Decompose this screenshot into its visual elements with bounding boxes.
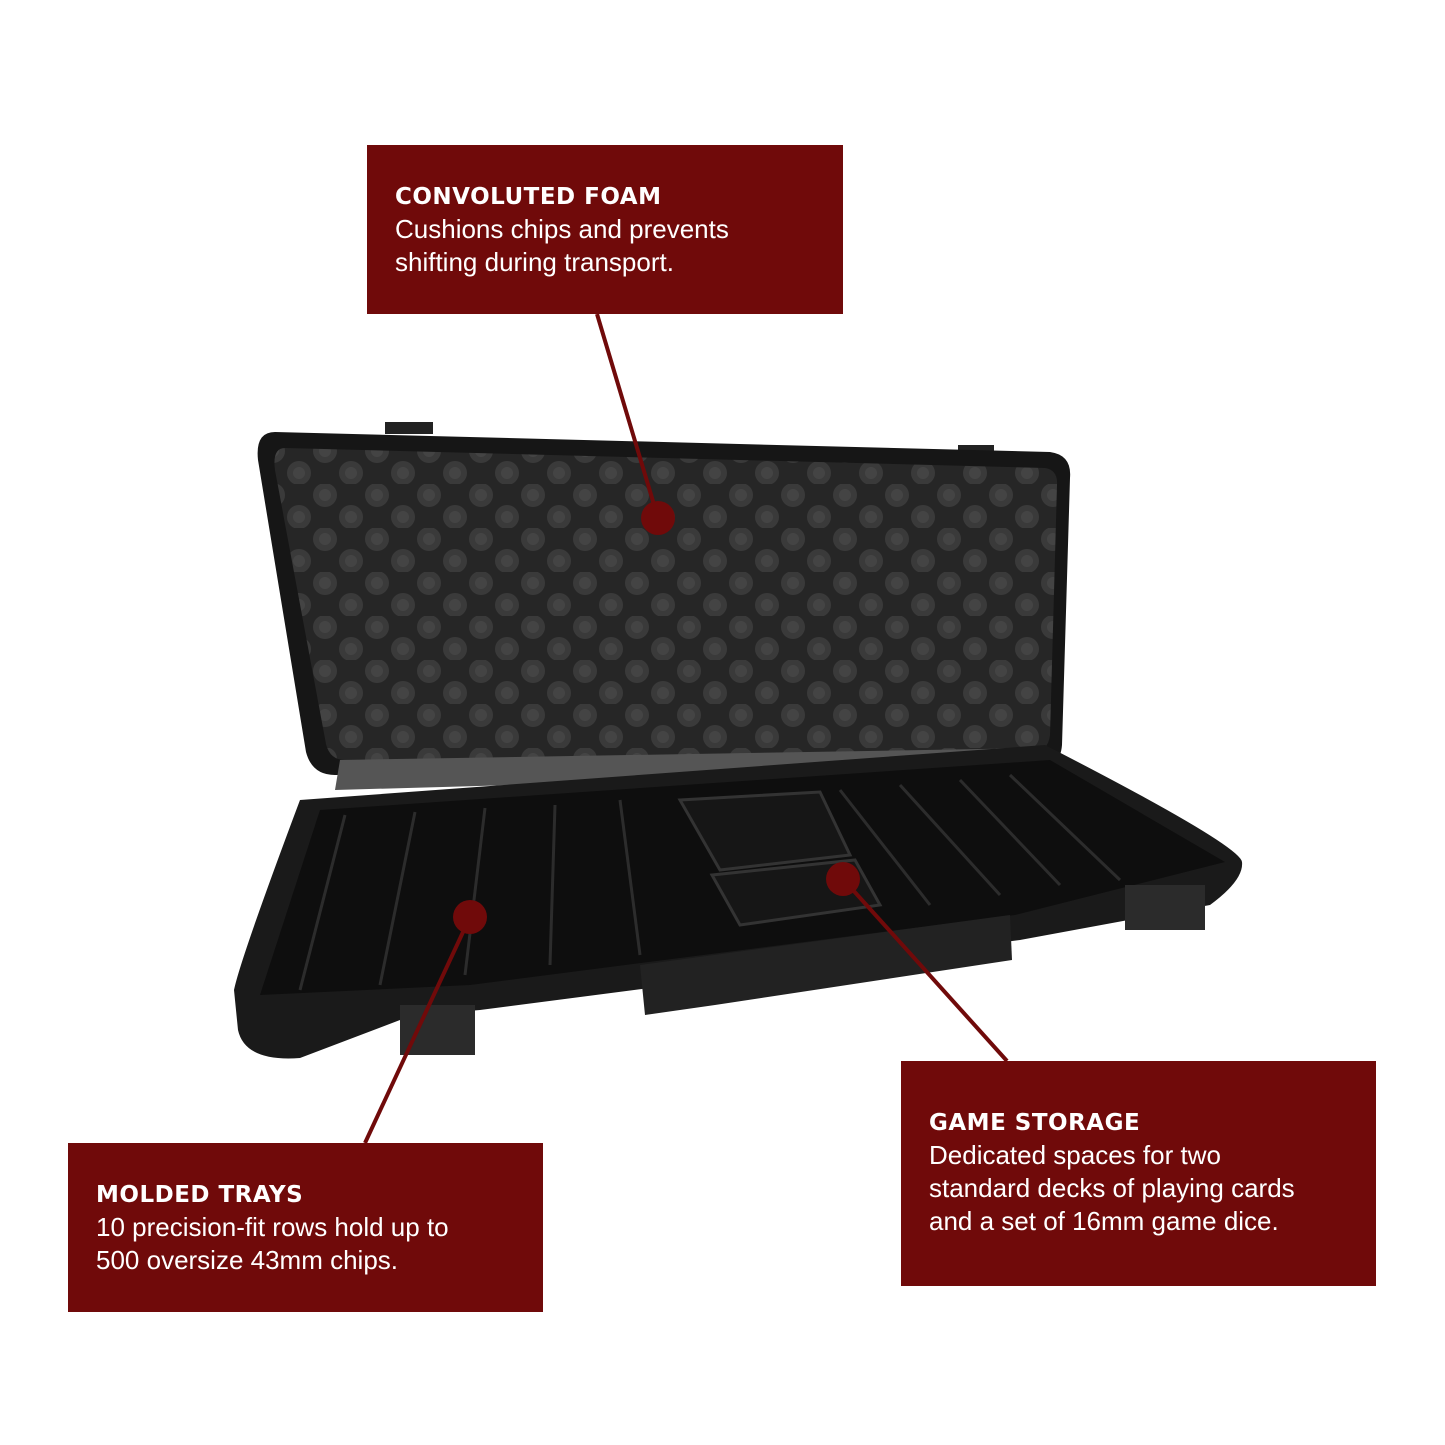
callout-desc-line: and a set of 16mm game dice. — [929, 1206, 1279, 1236]
callout-desc-line: Cushions chips and prevents — [395, 214, 729, 244]
case-lid — [257, 422, 1071, 790]
callout-molded-trays: Molded Trays 10 precision-fit rows hold … — [68, 1143, 543, 1312]
latch-left — [400, 1005, 475, 1055]
callout-game-storage: Game Storage Dedicated spaces for two st… — [901, 1061, 1376, 1286]
callout-title: Molded Trays — [96, 1182, 304, 1208]
callout-title: Convoluted Foam — [395, 184, 662, 210]
callout-desc-line: standard decks of playing cards — [929, 1173, 1295, 1203]
convoluted-foam — [274, 448, 1058, 760]
callout-title: Game Storage — [929, 1110, 1141, 1136]
case-base — [234, 745, 1243, 1059]
callout-desc-line: Dedicated spaces for two — [929, 1140, 1221, 1170]
callout-convoluted-foam: Convoluted Foam Cushions chips and preve… — [367, 145, 843, 314]
callout-desc-line: 10 precision-fit rows hold up to — [96, 1212, 449, 1242]
latch-right — [1125, 885, 1205, 930]
callout-desc-line: shifting during transport. — [395, 247, 674, 277]
callout-desc-line: 500 oversize 43mm chips. — [96, 1245, 399, 1275]
